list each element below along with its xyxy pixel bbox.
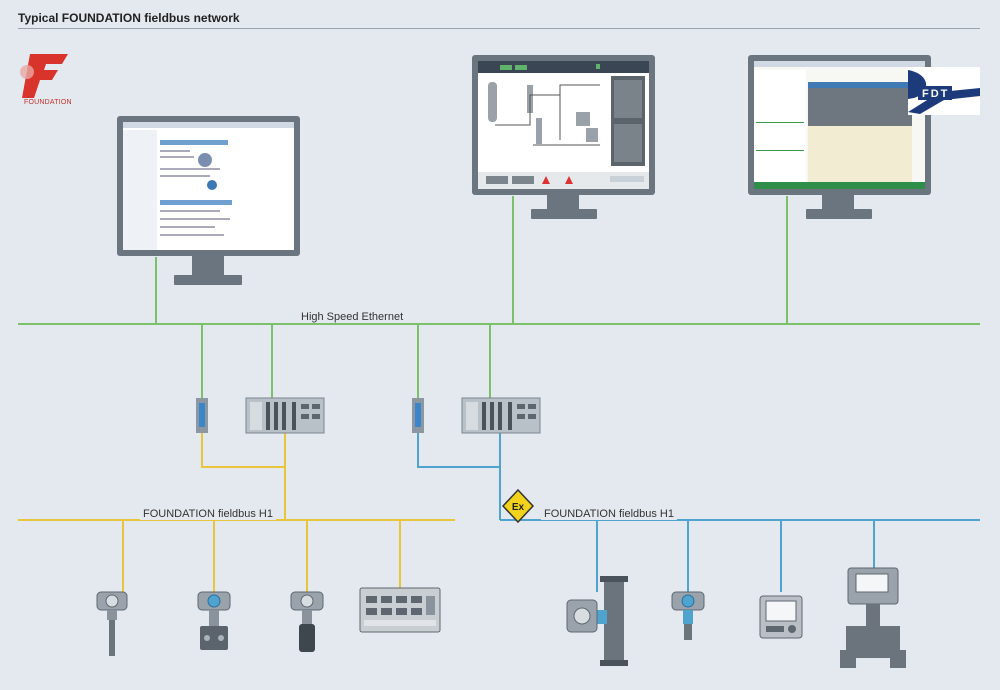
temperature-transmitter-icon — [671, 591, 705, 640]
analyzer-display-icon — [759, 595, 803, 639]
h1-right-label: FOUNDATION fieldbus H1 — [541, 508, 677, 520]
h1-left-label: FOUNDATION fieldbus H1 — [140, 508, 276, 520]
fdt-logo-text: FDT — [922, 88, 949, 100]
controller-rack-left — [245, 397, 325, 434]
pressure-transmitter-icon — [96, 591, 128, 656]
ex-hazard-icon — [501, 488, 535, 524]
ex-hazard-label: Ex — [512, 502, 525, 513]
monitor-asset-management — [117, 116, 300, 285]
monitor-process-visualization — [472, 55, 655, 219]
fieldbus-foundation-logo — [20, 54, 68, 98]
control-valve-icon — [840, 567, 906, 668]
h1-right-lines — [417, 432, 980, 592]
controller-rack-right — [461, 397, 541, 434]
fdt-logo-icon — [908, 67, 980, 115]
linking-device-right — [412, 398, 424, 433]
differential-pressure-transmitter-icon — [197, 591, 231, 650]
high-speed-ethernet-label: High Speed Ethernet — [298, 311, 407, 323]
foundation-logo-text: FOUNDATION — [24, 99, 72, 106]
diagram-title: Typical FOUNDATION fieldbus network — [18, 11, 240, 25]
linking-device-left — [196, 398, 208, 433]
monitor-fdt-frame — [748, 55, 931, 219]
level-transmitter-icon — [290, 591, 324, 652]
remote-io-module-icon — [359, 587, 441, 633]
ethernet-lines — [18, 196, 980, 398]
title-divider — [18, 28, 980, 29]
h1-left-lines — [18, 432, 455, 592]
flowmeter-icon — [566, 576, 628, 666]
